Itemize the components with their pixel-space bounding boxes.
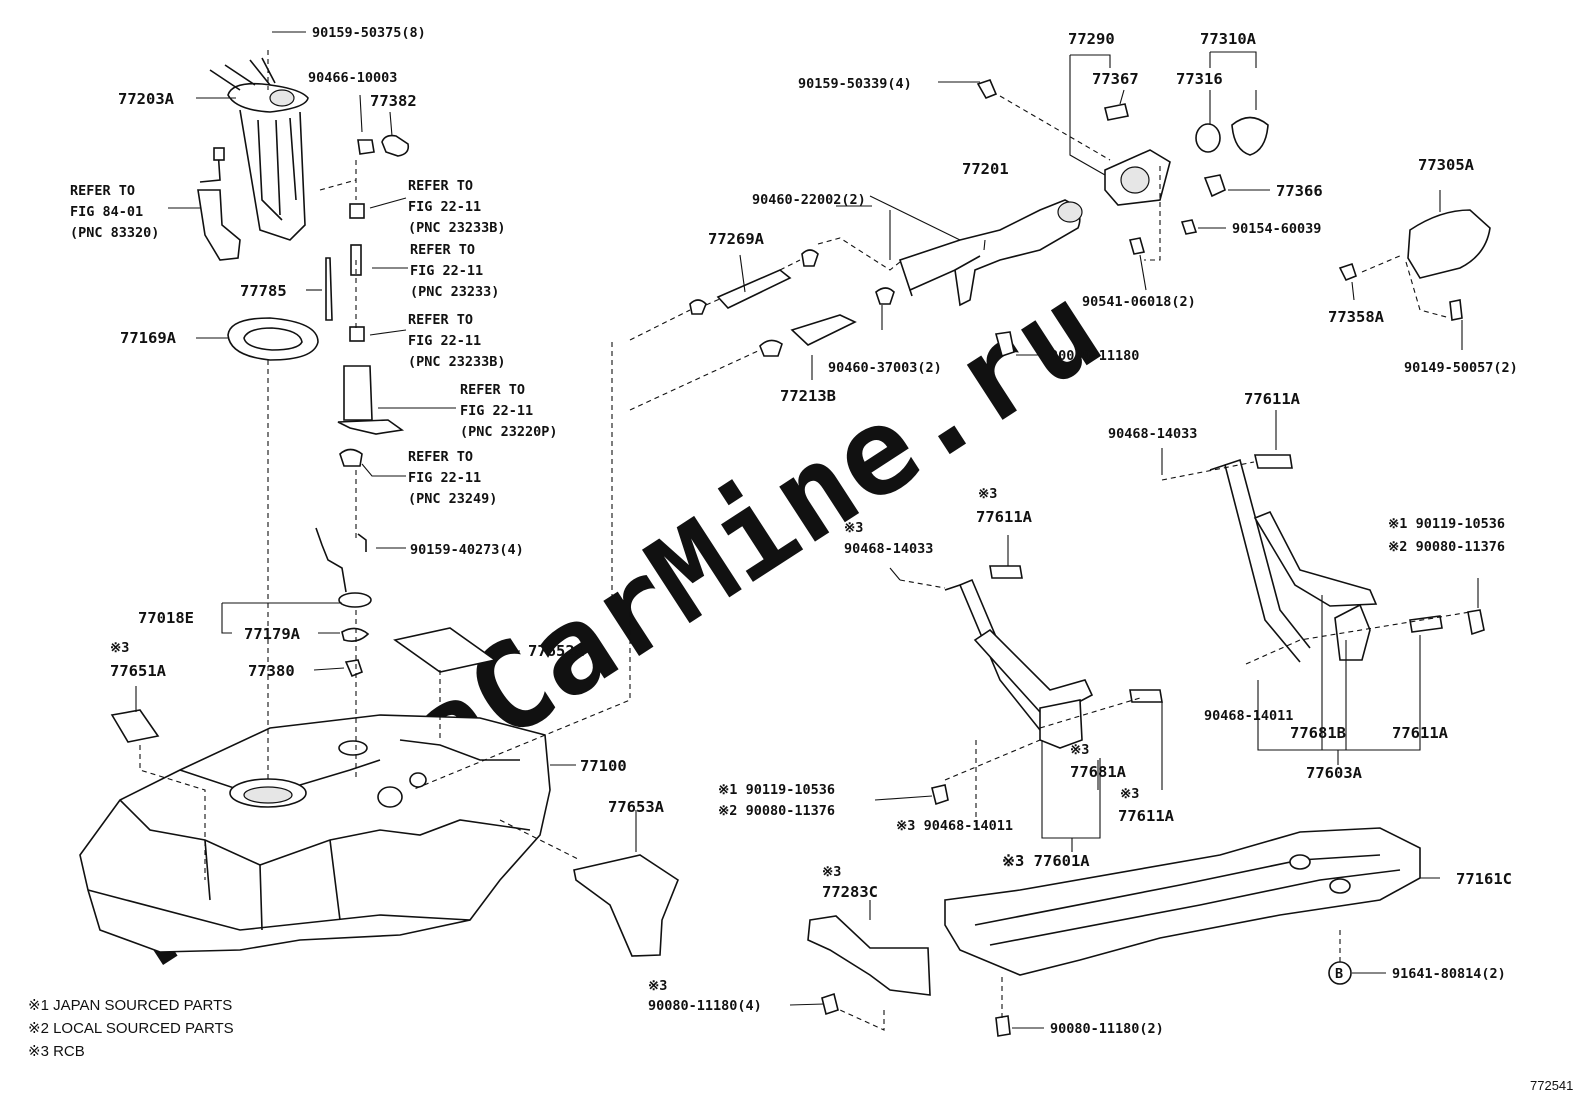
- label-77601A: ※3 77601A: [1002, 852, 1090, 870]
- legend: ※1 JAPAN SOURCED PARTS ※2 LOCAL SOURCED …: [28, 997, 234, 1060]
- label-77290: 77290: [1068, 30, 1115, 48]
- label-77316: 77316: [1176, 70, 1223, 88]
- label-77611A-right2: 77611A: [1392, 724, 1449, 742]
- pad-77651A: [110, 709, 160, 743]
- label-90468-14011-right: 90468-14011: [1204, 708, 1293, 724]
- label-90080-11180-4-mark: ※3: [648, 978, 667, 994]
- label-77169A: 77169A: [120, 329, 177, 347]
- tank-bands: [931, 454, 1485, 806]
- label-refer-b3-line1: REFER TO: [408, 312, 473, 328]
- labels: 90159-50375(8) 77203A 90466-10003 77382 …: [70, 25, 1518, 1037]
- label-refer-b2-line1: REFER TO: [410, 242, 475, 258]
- label-refer-c-line2: FIG 22-11: [408, 470, 481, 486]
- fuel-tank: [79, 714, 551, 953]
- label-91641-80814: 91641-80814(2): [1392, 966, 1506, 982]
- label-77681A-mark: ※3: [1070, 742, 1089, 758]
- label-77652A: 77652A: [528, 642, 585, 660]
- label-77201: 77201: [962, 160, 1009, 178]
- label-77382: 77382: [370, 92, 417, 110]
- label-77213B: 77213B: [780, 387, 836, 405]
- label-77651A: 77651A: [110, 662, 167, 680]
- label-77358A: 77358A: [1328, 308, 1385, 326]
- label-90080-11376-right: ※2 90080-11376: [1388, 539, 1505, 555]
- label-77653A: 77653A: [608, 798, 665, 816]
- label-77611A-mid: 77611A: [976, 508, 1033, 526]
- label-77611A-mid-mark: ※3: [978, 486, 997, 502]
- label-refer-c-line1: REFER TO: [408, 449, 473, 465]
- label-refer-b2-line3: (PNC 23233): [410, 284, 499, 300]
- label-90149-50057: 90149-50057(2): [1404, 360, 1518, 376]
- label-90080-11180-a: 90080-11180: [1050, 348, 1139, 364]
- label-77203A: 77203A: [118, 90, 175, 108]
- label-refer-b1-line1: REFER TO: [408, 178, 473, 194]
- bolt-90080-11180: [821, 992, 839, 1016]
- label-77283C-mark: ※3: [822, 864, 841, 880]
- leader-lines: [135, 31, 1479, 1031]
- label-77367: 77367: [1092, 70, 1139, 88]
- label-refer-b1-line2: FIG 22-11: [408, 199, 481, 215]
- label-77310A: 77310A: [1200, 30, 1257, 48]
- label-77603A: 77603A: [1306, 764, 1363, 782]
- fuel-pump-assembly: [197, 57, 410, 678]
- label-77380: 77380: [248, 662, 295, 680]
- label-refer-b3-line3: (PNC 23233B): [408, 354, 506, 370]
- label-90119-10536-mid: ※1 90119-10536: [718, 782, 835, 798]
- label-refer84-line3: (PNC 83320): [70, 225, 159, 241]
- label-refer-b3-line2: FIG 22-11: [408, 333, 481, 349]
- pad-77652A: [393, 627, 497, 673]
- bracket-77283C: [807, 915, 931, 996]
- label-77283C: 77283C: [822, 883, 878, 901]
- label-90541-06018: 90541-06018(2): [1082, 294, 1196, 310]
- legend-line-3: ※3 RCB: [28, 1043, 85, 1060]
- label-77305A: 77305A: [1418, 156, 1475, 174]
- label-77611A-low-mark: ※3: [1120, 786, 1139, 802]
- diagram-id: 772541: [1530, 1078, 1573, 1093]
- label-77651A-mark: ※3: [110, 640, 129, 656]
- label-90460-37003: 90460-37003(2): [828, 360, 942, 376]
- label-77161C: 77161C: [1456, 870, 1512, 888]
- label-77611A-top: 77611A: [1244, 390, 1301, 408]
- bolt-90080-11180-lower: [995, 1015, 1011, 1037]
- label-90080-11180-4: 90080-11180(4): [648, 998, 762, 1014]
- label-90080-11376-mid: ※2 90080-11376: [718, 803, 835, 819]
- label-90119-10536-right: ※1 90119-10536: [1388, 516, 1505, 532]
- label-90468-14033-right: 90468-14033: [1108, 426, 1197, 442]
- label-77681B: 77681B: [1290, 724, 1346, 742]
- legend-line-1: ※1 JAPAN SOURCED PARTS: [28, 997, 232, 1014]
- label-90159-50375: 90159-50375(8): [312, 25, 426, 41]
- label-refer84-line2: FIG 84-01: [70, 204, 143, 220]
- label-90468-14033-mid-mark: ※3: [844, 520, 863, 536]
- protector-77653A: [573, 854, 679, 957]
- label-77100: 77100: [580, 757, 627, 775]
- legend-line-2: ※2 LOCAL SOURCED PARTS: [28, 1020, 234, 1037]
- label-refer-c-line3: (PNC 23249): [408, 491, 497, 507]
- label-refer-b2-line2: FIG 22-11: [410, 263, 483, 279]
- label-90080-11180-2: 90080-11180(2): [1050, 1021, 1164, 1037]
- label-90468-14011-mid: ※3 90468-14011: [896, 818, 1013, 834]
- tank-protector-77161C: [944, 827, 1421, 976]
- label-77366: 77366: [1276, 182, 1323, 200]
- label-77611A-low: 77611A: [1118, 807, 1175, 825]
- filler-pipe-assembly: [689, 79, 1491, 358]
- label-90468-14033-mid: 90468-14033: [844, 541, 933, 557]
- label-90466-10003: 90466-10003: [308, 70, 397, 86]
- label-77018E: 77018E: [138, 609, 194, 627]
- label-b-symbol: B: [1335, 966, 1343, 982]
- label-77681A: 77681A: [1070, 763, 1127, 781]
- label-77269A: 77269A: [708, 230, 765, 248]
- label-refer-p-line2: FIG 22-11: [460, 403, 533, 419]
- label-90159-50339: 90159-50339(4): [798, 76, 912, 92]
- label-refer84-line1: REFER TO: [70, 183, 135, 199]
- label-refer-b1-line3: (PNC 23233B): [408, 220, 506, 236]
- label-90154-60039: 90154-60039: [1232, 221, 1321, 237]
- label-77179A: 77179A: [244, 625, 301, 643]
- label-refer-p-line3: (PNC 23220P): [460, 424, 558, 440]
- label-77785: 77785: [240, 282, 287, 300]
- label-90159-40273: 90159-40273(4): [410, 542, 524, 558]
- label-refer-p-line1: REFER TO: [460, 382, 525, 398]
- label-90460-22002: 90460-22002(2): [752, 192, 866, 208]
